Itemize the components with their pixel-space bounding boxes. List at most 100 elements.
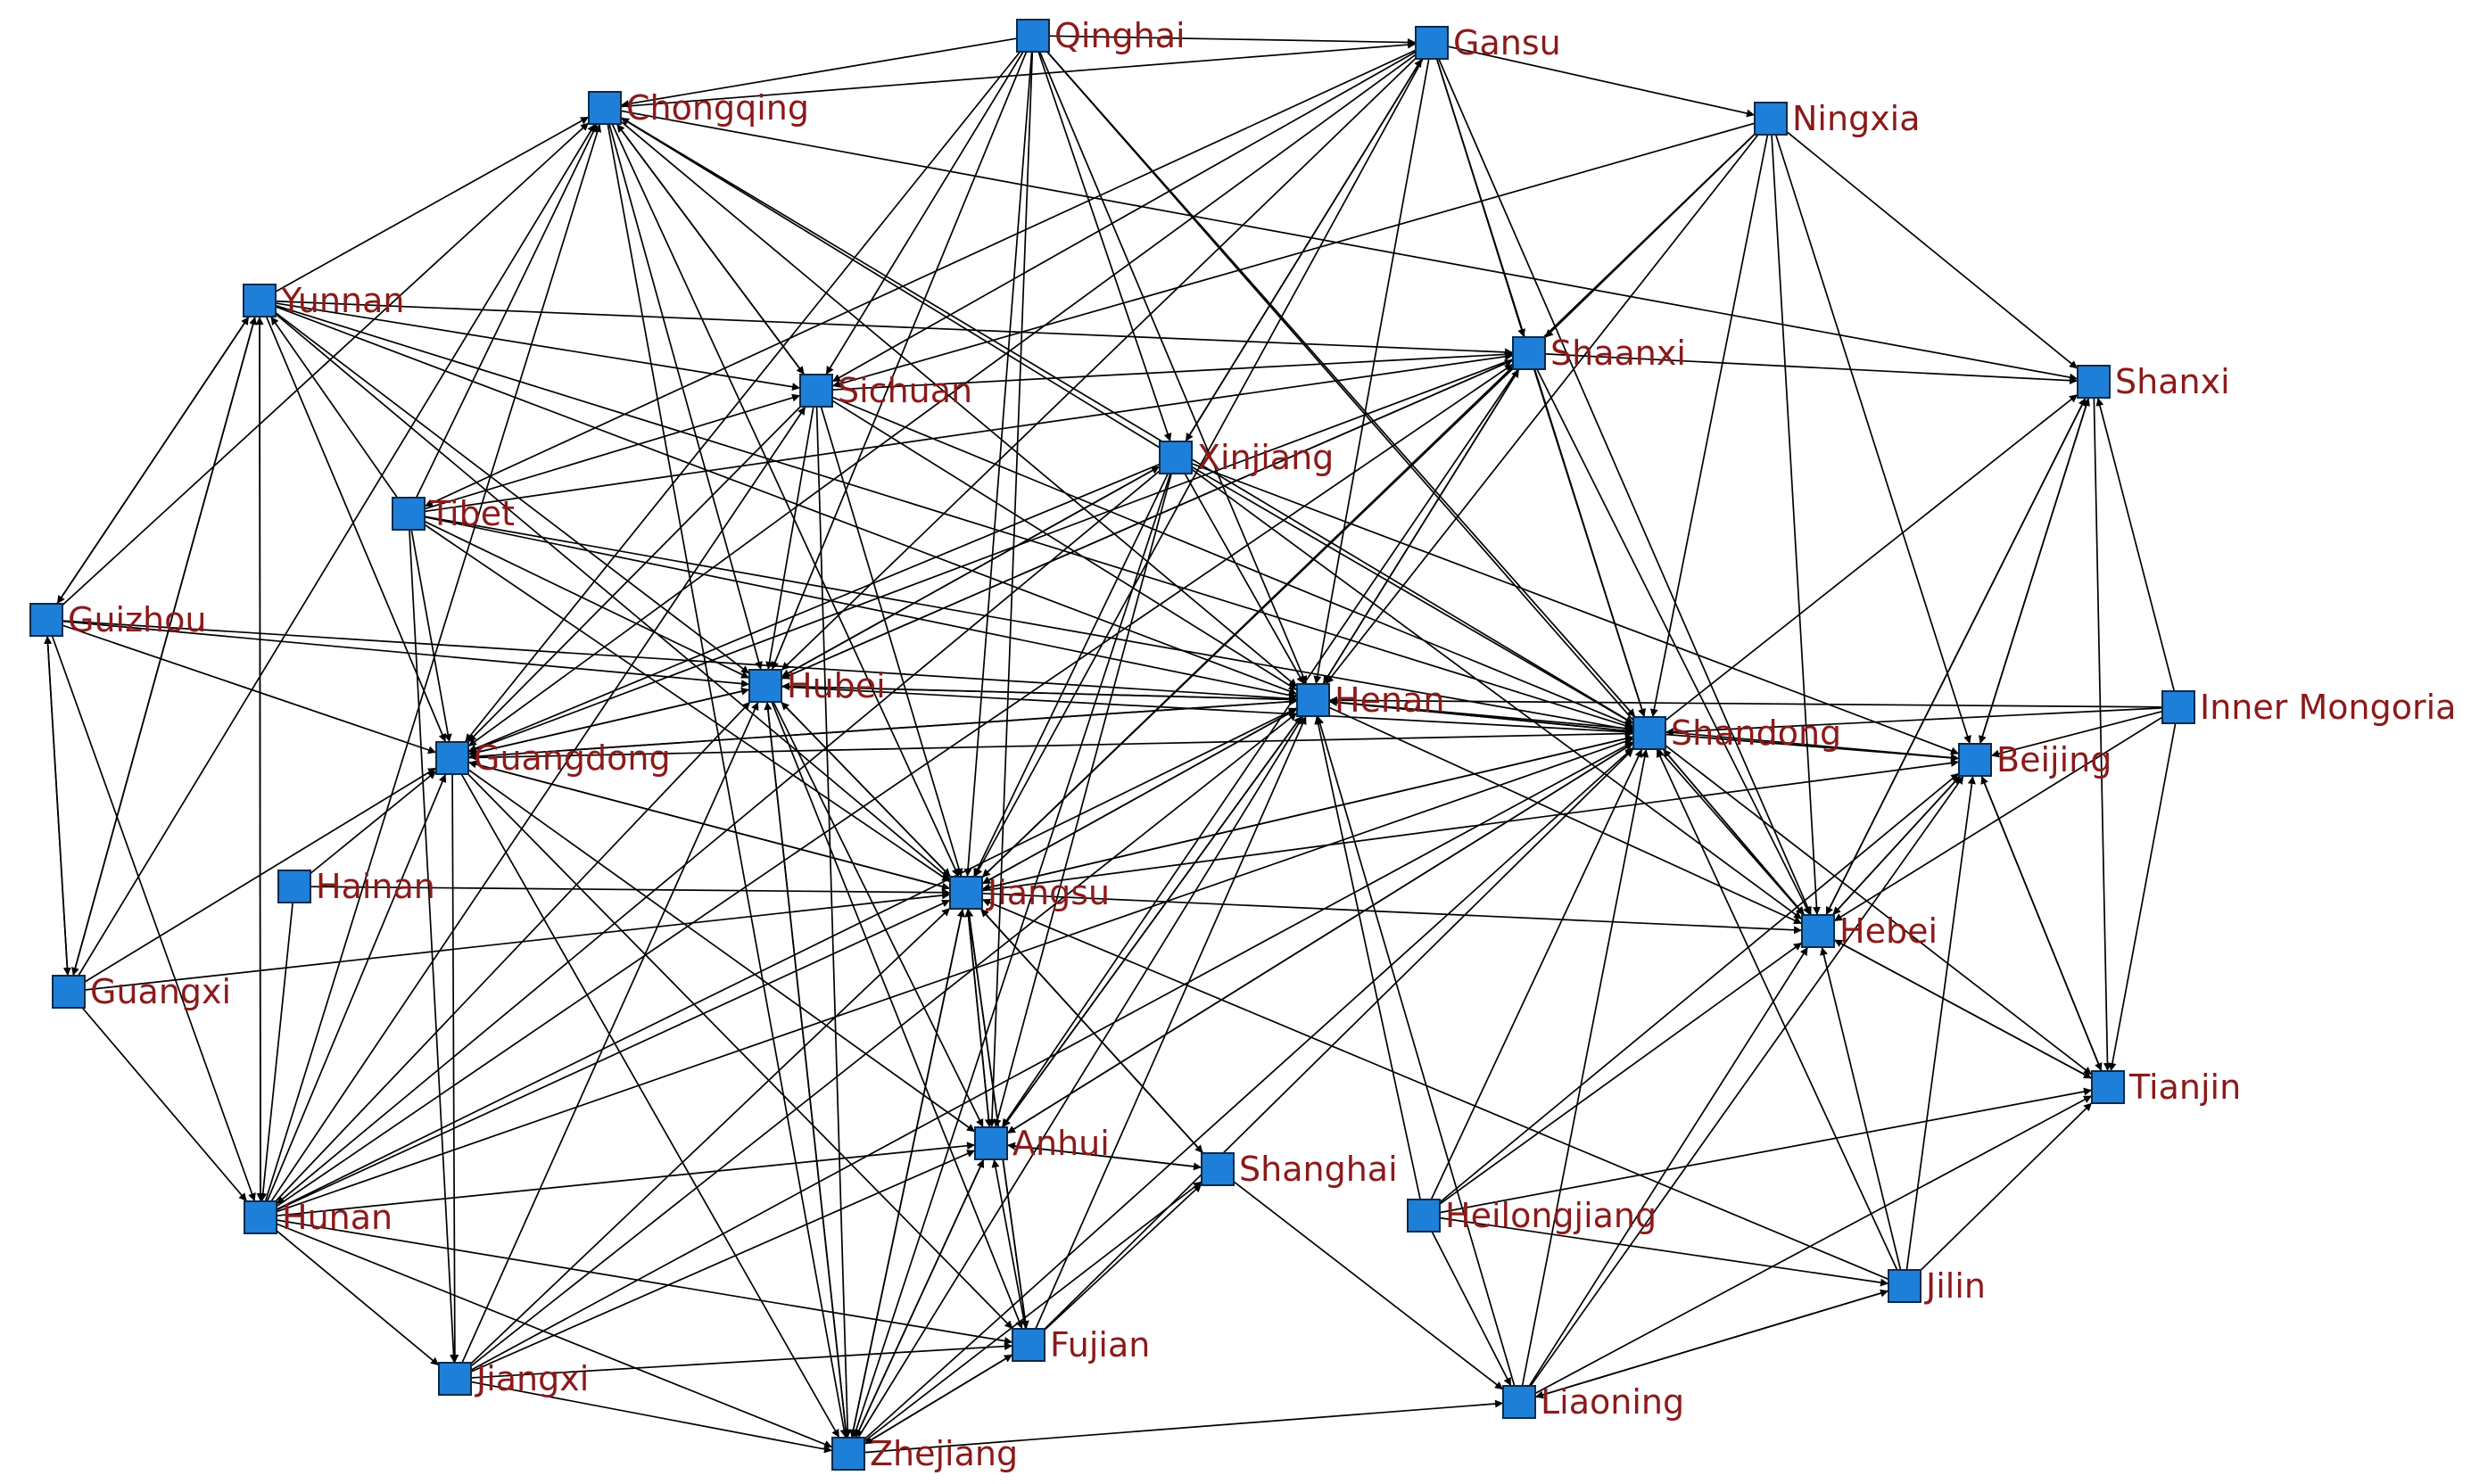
edge-hebei-to-shanxi bbox=[1825, 397, 2087, 916]
node-label-liaoning: Liaoning bbox=[1541, 1382, 1684, 1422]
edge-sichuan-to-shandong bbox=[831, 396, 1634, 728]
edge-gansu-to-guangdong bbox=[467, 54, 1417, 747]
node-label-yunnan: Yunnan bbox=[280, 281, 404, 320]
node-hubei: Hubei bbox=[748, 666, 886, 705]
edge-jilin-to-jiangsu bbox=[981, 898, 1889, 1281]
edge-sichuan-to-guangdong bbox=[467, 406, 801, 743]
edge-guangdong-to-fujian bbox=[467, 773, 1013, 1330]
node-tianjin: Tianjin bbox=[2091, 1068, 2241, 1107]
edge-shanghai-to-jiangsu bbox=[979, 908, 1204, 1154]
node-label-inner_mongolia: Inner Mongoria bbox=[2200, 688, 2456, 727]
edge-sichuan-to-henan bbox=[831, 400, 1298, 691]
node-box-jilin bbox=[1888, 1269, 1921, 1303]
edge-shandong-to-shanxi bbox=[1665, 393, 2078, 721]
edge-liaoning-to-tianjin bbox=[1534, 1094, 2093, 1395]
edge-liaoning-to-jilin bbox=[1534, 1289, 1889, 1398]
edge-yunnan-to-guangdong bbox=[265, 316, 447, 743]
edge-inner_mongolia-to-tianjin bbox=[2108, 722, 2177, 1072]
node-label-xinjiang: Xinjiang bbox=[1197, 438, 1334, 477]
edge-jiangsu-to-henan bbox=[981, 708, 1298, 885]
node-guangdong: Guangdong bbox=[435, 738, 671, 778]
node-box-shanghai bbox=[1201, 1152, 1235, 1186]
node-label-qinghai: Qinghai bbox=[1054, 16, 1186, 55]
node-label-shanxi: Shanxi bbox=[2115, 362, 2230, 401]
edge-tibet-to-sichuan bbox=[424, 393, 801, 510]
edge-inner_mongolia-to-shandong bbox=[1665, 707, 2163, 737]
edge-qinghai-to-xinjiang bbox=[1037, 51, 1172, 442]
node-box-beijing bbox=[1958, 743, 1992, 777]
edge-fujian-to-shanghai bbox=[1044, 1183, 1202, 1331]
edge-guizhou-to-hubei bbox=[62, 620, 750, 688]
edge-qinghai-to-anhui bbox=[988, 51, 1034, 1128]
edge-sichuan-to-shaanxi bbox=[831, 350, 1514, 391]
edge-guangxi-to-guizhou bbox=[44, 635, 69, 977]
node-box-jiangsu bbox=[949, 876, 983, 910]
edge-guangdong-to-zhejiang bbox=[460, 773, 840, 1439]
node-liaoning: Liaoning bbox=[1502, 1382, 1684, 1422]
node-box-tibet bbox=[392, 497, 426, 531]
edge-shaanxi-to-hebei bbox=[1536, 368, 1811, 916]
edge-jiangsu-to-hubei bbox=[780, 701, 952, 878]
node-box-chongqing bbox=[588, 91, 622, 125]
edge-zhejiang-to-henan bbox=[857, 715, 1304, 1439]
node-qinghai: Qinghai bbox=[1016, 16, 1186, 55]
edge-hubei-to-xinjiang bbox=[781, 466, 1161, 678]
edge-shandong-to-henan bbox=[1328, 698, 1634, 733]
node-label-hubei: Hubei bbox=[787, 666, 886, 705]
edge-shanghai-to-anhui bbox=[1006, 1142, 1202, 1168]
edge-heilongjiang-to-shandong bbox=[1430, 748, 1643, 1200]
node-box-fujian bbox=[1012, 1328, 1045, 1362]
edge-zhejiang-to-shandong bbox=[864, 746, 1634, 1440]
node-box-guizhou bbox=[29, 603, 63, 637]
edge-inner_mongolia-to-henan bbox=[1328, 696, 2163, 708]
node-box-shandong bbox=[1632, 716, 1666, 750]
node-box-anhui bbox=[974, 1126, 1008, 1160]
edge-jiangsu-to-hebei bbox=[981, 892, 1803, 935]
edge-hubei-to-shaanxi bbox=[781, 359, 1514, 680]
edge-hainan-to-guangdong bbox=[310, 770, 437, 875]
edge-jiangxi-to-shandong bbox=[470, 740, 1634, 1372]
edge-zhejiang-to-jiangsu bbox=[850, 908, 965, 1439]
node-label-henan: Henan bbox=[1335, 680, 1444, 720]
edge-gansu-to-henan bbox=[1313, 58, 1430, 685]
node-label-tibet: Tibet bbox=[429, 494, 515, 533]
node-box-liaoning bbox=[1502, 1385, 1536, 1419]
edge-shandong-to-beijing bbox=[1665, 733, 1960, 763]
node-shanghai: Shanghai bbox=[1201, 1150, 1398, 1189]
node-box-hebei bbox=[1801, 914, 1835, 948]
node-jiangxi: Jiangxi bbox=[438, 1359, 589, 1398]
node-label-guangdong: Guangdong bbox=[474, 738, 671, 778]
edge-sichuan-to-chongqing bbox=[616, 123, 806, 375]
node-inner_mongolia: Inner Mongoria bbox=[2161, 688, 2456, 727]
edge-guangdong-to-shandong bbox=[467, 730, 1634, 759]
node-box-guangxi bbox=[52, 975, 86, 1009]
node-guizhou: Guizhou bbox=[29, 600, 206, 639]
node-box-gansu bbox=[1415, 26, 1449, 60]
node-label-hainan: Hainan bbox=[316, 867, 435, 906]
edge-hunan-to-sichuan bbox=[270, 406, 806, 1202]
edge-tibet-to-chongqing bbox=[415, 123, 599, 499]
edge-gansu-to-hebei bbox=[1438, 58, 1812, 916]
node-label-shaanxi: Shaanxi bbox=[1550, 334, 1686, 373]
edge-chongqing-to-shandong bbox=[620, 117, 1634, 724]
edge-qinghai-to-gansu bbox=[1048, 35, 1417, 47]
node-guangxi: Guangxi bbox=[52, 972, 231, 1011]
node-shanxi: Shanxi bbox=[2077, 362, 2230, 401]
edge-jiangxi-to-henan bbox=[470, 712, 1298, 1367]
node-label-jilin: Jilin bbox=[1924, 1266, 1986, 1306]
edge-hunan-to-anhui bbox=[276, 1142, 976, 1217]
edge-hunan-to-hubei bbox=[275, 701, 751, 1202]
edge-hubei-to-shandong bbox=[781, 686, 1634, 737]
node-chongqing: Chongqing bbox=[588, 88, 809, 128]
edge-liaoning-to-hebei bbox=[1528, 946, 1809, 1387]
edge-heilongjiang-to-beijing bbox=[1439, 772, 1960, 1203]
edge-qinghai-to-hebei bbox=[1046, 51, 1805, 916]
edge-shaanxi-to-shandong bbox=[1533, 368, 1646, 718]
edge-zhejiang-to-fujian bbox=[864, 1354, 1013, 1445]
edge-qinghai-to-sichuan bbox=[825, 51, 1024, 375]
node-label-zhejiang: Zhejiang bbox=[870, 1434, 1018, 1473]
edge-tibet-to-shaanxi bbox=[424, 352, 1514, 513]
node-shaanxi: Shaanxi bbox=[1512, 334, 1686, 373]
edge-fujian-to-shandong bbox=[1044, 748, 1634, 1330]
